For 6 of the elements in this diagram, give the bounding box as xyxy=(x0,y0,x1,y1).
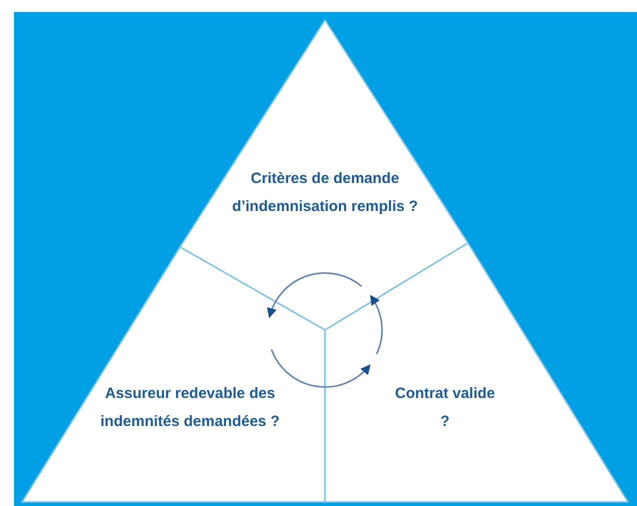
segment-label: Assureur redevable des indemnités demandées ? xyxy=(99,384,281,432)
cycle-arrow xyxy=(370,294,383,354)
cycle-arrow xyxy=(267,272,362,318)
segment-label: Contrat valide ? xyxy=(394,384,496,432)
segment-label: Critères de demande d’indemnisation remplis ? xyxy=(231,169,419,217)
cycle-arrow xyxy=(270,349,371,388)
